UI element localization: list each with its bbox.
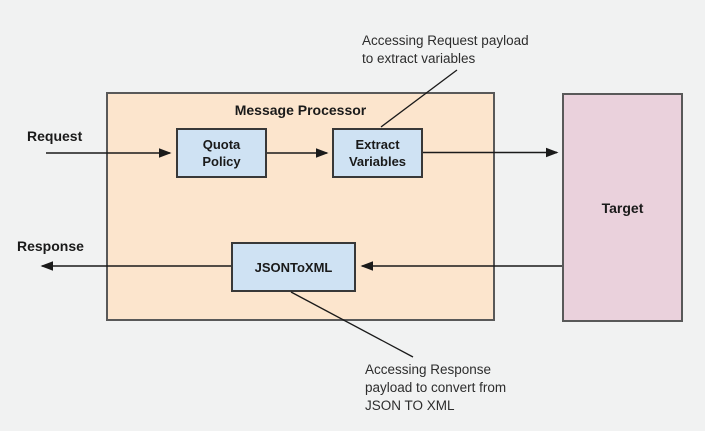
extract-variables-label-line2: Variables xyxy=(348,154,407,169)
annotation-response-payload-line3: JSON TO XML xyxy=(365,398,455,413)
annotation-request-payload: Accessing Request payload to extract var… xyxy=(362,32,529,68)
target-label: Target xyxy=(601,199,644,216)
annotation-response-payload-line1: Accessing Response xyxy=(365,362,492,377)
response-label: Response xyxy=(17,238,84,254)
request-label: Request xyxy=(27,128,83,144)
annotation-request-payload-line1: Accessing Request payload xyxy=(362,33,529,48)
quota-policy-node: Quota Policy xyxy=(176,128,267,178)
jsontoxml-label: JSONToXML xyxy=(254,259,333,275)
target-box: Target xyxy=(562,93,683,322)
annotation-request-payload-line2: to extract variables xyxy=(362,51,476,66)
annotation-response-payload-line2: payload to convert from xyxy=(365,380,507,395)
extract-variables-label-line1: Extract xyxy=(355,137,400,152)
quota-policy-label-line1: Quota xyxy=(202,137,241,152)
annotation-response-payload: Accessing Response payload to convert fr… xyxy=(365,361,506,415)
quota-policy-label-line2: Policy xyxy=(202,154,241,169)
message-processor-title: Message Processor xyxy=(234,102,367,118)
extract-variables-node: Extract Variables xyxy=(332,128,423,178)
jsontoxml-node: JSONToXML xyxy=(231,242,356,292)
